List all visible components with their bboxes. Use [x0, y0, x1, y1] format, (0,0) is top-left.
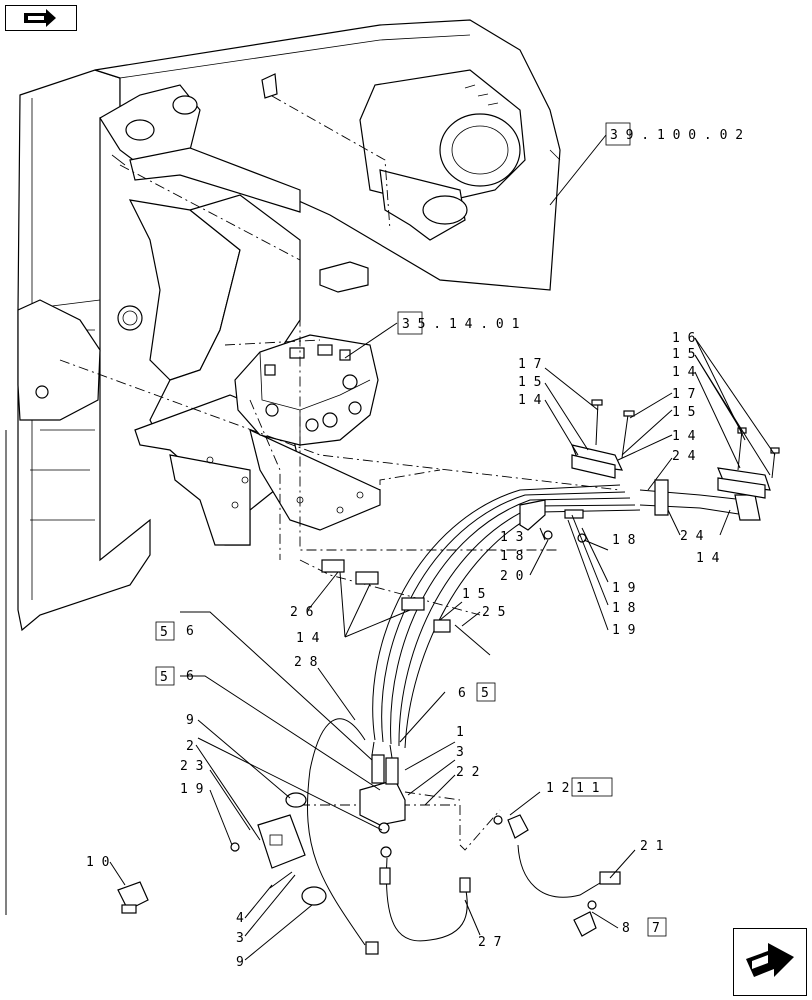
forward-arrow-icon: [746, 943, 794, 977]
callout-24a: 2 4: [672, 449, 696, 464]
hose-clamps: [519, 399, 780, 543]
forward-button[interactable]: [733, 928, 807, 996]
ref-top[interactable]: 3 9 . 1 0 0 . 0 2: [610, 128, 743, 143]
callout-13: 1 3: [500, 530, 523, 545]
callout-20: 2 0: [500, 569, 523, 584]
back-button[interactable]: [5, 5, 77, 31]
back-arrow-icon: [24, 9, 56, 27]
callout-28: 2 8: [294, 655, 317, 670]
callout-18c: 1 8: [612, 601, 635, 616]
callout-14e: 1 4: [296, 631, 320, 646]
electrical-harness: [307, 718, 471, 955]
callout-15b: 1 5: [672, 405, 695, 420]
callout-25: 2 5: [482, 605, 505, 620]
callout-18a: 1 8: [500, 549, 523, 564]
callout-21: 2 1: [640, 839, 663, 854]
callout-18b: 1 8: [612, 533, 635, 548]
callout-26: 2 6: [290, 605, 313, 620]
callout-6c: 6: [458, 686, 466, 701]
switch-part: [117, 881, 149, 914]
callout-24b: 2 4: [680, 529, 704, 544]
callout-19b: 1 9: [612, 623, 635, 638]
ref-box-5c[interactable]: 5: [481, 686, 489, 701]
callout-4: 4: [236, 911, 244, 926]
callout-16: 1 6: [672, 331, 695, 346]
callout-14d: 1 4: [696, 551, 720, 566]
callout-14b: 1 4: [672, 429, 696, 444]
callout-8: 8: [622, 921, 630, 936]
callout-1: 1: [456, 725, 464, 740]
callout-6b: 6: [186, 669, 194, 684]
callout-10: 1 0: [86, 855, 109, 870]
callout-15c: 1 5: [672, 347, 695, 362]
callout-14c: 1 4: [672, 365, 696, 380]
lift-cylinder: [359, 69, 526, 241]
loader-frame: [17, 69, 151, 632]
callout-labels: 1 7 1 5 1 4 1 7 1 5 1 4 1 6 1 5 1 4 2 4 …: [86, 331, 720, 970]
callout-17a: 1 7: [518, 357, 541, 372]
callout-15d: 1 5: [462, 587, 485, 602]
ref-valve[interactable]: 3 5 . 1 4 . 0 1: [402, 317, 519, 332]
callout-9b: 9: [236, 955, 244, 970]
ref-box-11[interactable]: 1 1: [576, 781, 599, 796]
reference-boxes: [155, 122, 667, 937]
callout-19a: 1 9: [612, 581, 635, 596]
ref-box-7[interactable]: 7: [652, 921, 660, 936]
control-valve-block: [234, 334, 379, 446]
callout-14a: 1 4: [518, 393, 542, 408]
ref-box-5a[interactable]: 5: [160, 625, 168, 640]
callout-3a: 3: [456, 745, 464, 760]
solenoid-valve: [359, 741, 406, 858]
callout-23: 2 3: [180, 759, 203, 774]
small-bracket: [111, 73, 369, 293]
callout-3b: 3: [236, 931, 244, 946]
callout-12: 1 2: [546, 781, 569, 796]
leader-lines: [109, 134, 776, 961]
ref-box-5b[interactable]: 5: [160, 670, 168, 685]
sensor-hose: [493, 814, 621, 937]
hydraulic-hoses: [372, 479, 761, 749]
callout-27: 2 7: [478, 935, 501, 950]
callout-19c: 1 9: [180, 782, 203, 797]
callout-9a: 9: [186, 713, 194, 728]
callout-22: 2 2: [456, 765, 479, 780]
callout-6a: 6: [186, 624, 194, 639]
callout-17b: 1 7: [672, 387, 695, 402]
reference-lines: [59, 95, 621, 851]
callout-15a: 1 5: [518, 375, 541, 390]
pivot-brackets: [99, 84, 301, 441]
mounting-bracket: [230, 792, 327, 906]
lower-clamps: [321, 559, 491, 656]
callout-2: 2: [186, 739, 194, 754]
